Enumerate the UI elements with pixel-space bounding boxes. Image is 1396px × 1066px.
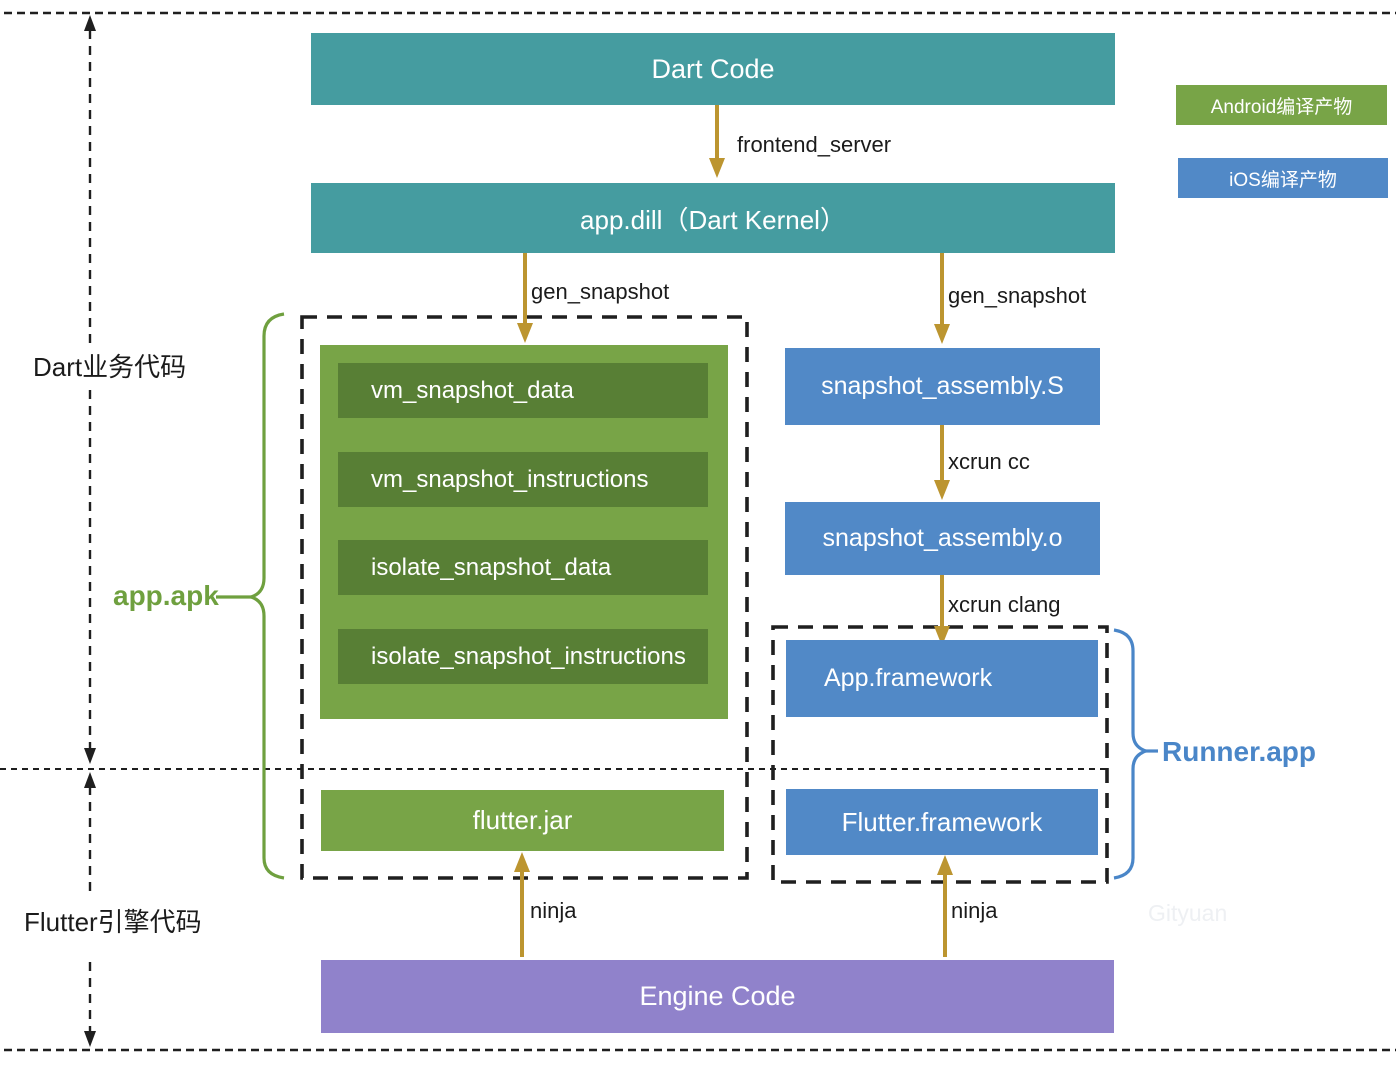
app-apk-brace [245, 312, 285, 880]
watermark: Gityuan [1148, 900, 1228, 926]
node-flutter-framework: Flutter.framework [786, 789, 1098, 855]
edge-label-ninja-right: ninja [951, 898, 998, 923]
node-app-dill: app.dill（Dart Kernel） [311, 183, 1115, 253]
node-snapshot-assembly-o: snapshot_assembly.o [785, 502, 1100, 575]
node-snapshot-assembly-s: snapshot_assembly.S [785, 348, 1100, 425]
node-dart-code: Dart Code [311, 33, 1115, 105]
node-flutter-jar: flutter.jar [321, 790, 724, 851]
edge-label-frontend-server: frontend_server [737, 132, 892, 157]
node-vm-snapshot-instructions: vm_snapshot_instructions [338, 452, 708, 507]
runner-app-brace [1113, 628, 1152, 880]
edge-label-xcrun-clang: xcrun clang [948, 592, 1061, 617]
node-app-framework: App.framework [786, 640, 1098, 717]
node-vm-snapshot-data: vm_snapshot_data [338, 363, 708, 418]
node-isolate-snapshot-data: isolate_snapshot_data [338, 540, 708, 595]
group-label-runner-app: Runner.app [1162, 736, 1317, 767]
flow-arrowheads [514, 158, 953, 875]
section-measure-arrowheads [84, 15, 96, 1047]
section-label-dart-business: Dart业务代码 [33, 352, 187, 382]
group-label-app-apk: app.apk [113, 580, 219, 611]
flow-arrow-lines [520, 104, 947, 957]
section-label-flutter-engine: Flutter引擎代码 [24, 907, 202, 937]
runner-dashed-box [771, 625, 1109, 884]
edge-label-ninja-left: ninja [530, 898, 577, 923]
edge-label-gen-snapshot-left: gen_snapshot [531, 279, 670, 304]
edge-label-xcrun-cc: xcrun cc [948, 449, 1030, 474]
node-isolate-snapshot-instructions: isolate_snapshot_instructions [338, 629, 708, 684]
legend-android: Android编译产物 [1176, 85, 1387, 125]
node-engine-code: Engine Code [321, 960, 1114, 1033]
apk-dashed-box [300, 315, 749, 880]
legend-ios: iOS编译产物 [1178, 158, 1388, 198]
edge-label-gen-snapshot-right: gen_snapshot [948, 283, 1087, 308]
